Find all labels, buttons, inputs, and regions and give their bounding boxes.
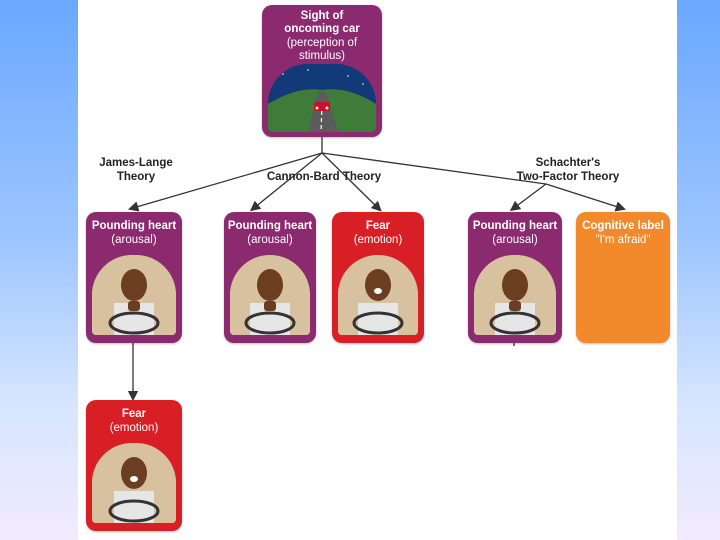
road-illustration [268, 64, 376, 132]
card-sc-cognitive-label: Cognitive label "I'm afraid" [576, 212, 670, 343]
label-james-lange-line2: Theory [116, 171, 156, 183]
line-to-cb-fear [321, 152, 382, 212]
label-schachter-line1: Schachter's [535, 157, 601, 169]
card-sub-line2: stimulus) [298, 50, 345, 62]
card-title: Fear [365, 220, 391, 232]
line-to-james-lange [128, 152, 323, 212]
card-cb-fear: Fear (emotion) [332, 212, 424, 343]
label-schachter-line2: Two-Factor Theory [516, 171, 620, 183]
slide-canvas: Sight of oncoming car (perception of sti… [78, 0, 677, 540]
connector-lines [127, 137, 626, 402]
driver-illustration [92, 443, 176, 523]
card-sc-pounding-heart: Pounding heart (arousal) [468, 212, 562, 343]
card-sub: (arousal) [492, 234, 538, 246]
card-title-line1: Sight of [300, 10, 344, 22]
card-sub: (emotion) [353, 234, 403, 246]
driver-illustration [338, 255, 418, 335]
card-cb-pounding-heart: Pounding heart (arousal) [224, 212, 316, 343]
label-cannon-bard: Cannon-Bard Theory [266, 171, 382, 183]
driver-illustration [92, 255, 176, 335]
card-title: Fear [121, 408, 147, 420]
card-title-line2: oncoming car [284, 23, 360, 35]
label-james-lange-line1: James-Lange [99, 157, 173, 169]
driver-illustration [230, 255, 310, 335]
card-sub: (arousal) [247, 234, 293, 246]
line-to-sc-arousal [509, 183, 547, 212]
line-to-sc-label [545, 183, 626, 212]
card-sub: (arousal) [111, 234, 157, 246]
card-title: Cognitive label [582, 220, 664, 232]
line-to-cb-arousal [249, 152, 323, 212]
card-sight-of-oncoming-car: Sight of oncoming car (perception of sti… [262, 5, 382, 137]
driver-illustration [474, 255, 556, 335]
card-sub: (emotion) [109, 422, 159, 434]
card-jl-pounding-heart: Pounding heart (arousal) [86, 212, 182, 343]
card-sub-line1: (perception of [286, 37, 358, 49]
card-title: Pounding heart [472, 220, 558, 232]
card-title: Pounding heart [227, 220, 313, 232]
line-to-schachter [321, 152, 547, 185]
card-sub: "I'm afraid" [595, 234, 651, 246]
card-title: Pounding heart [91, 220, 177, 232]
card-jl-fear: Fear (emotion) [86, 400, 182, 531]
